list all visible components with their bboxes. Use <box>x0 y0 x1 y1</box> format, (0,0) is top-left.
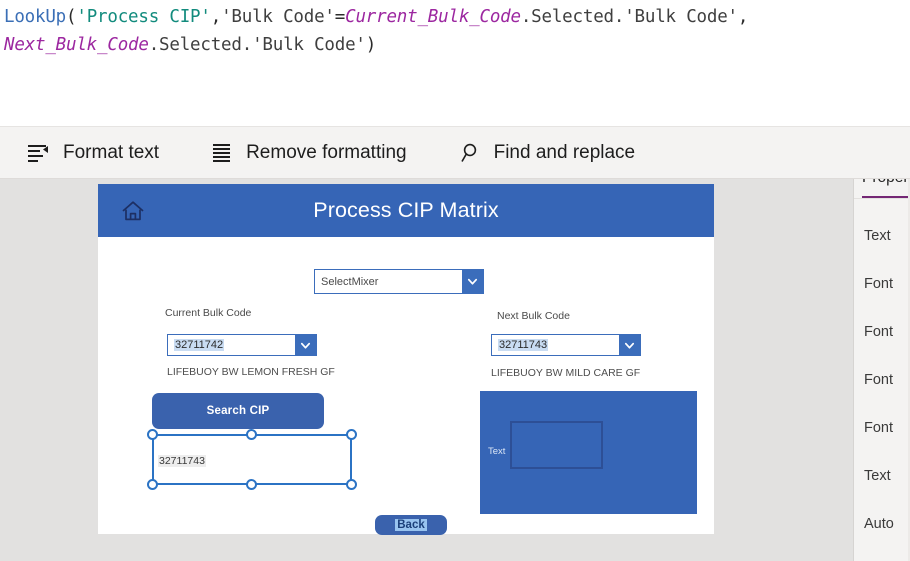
resize-handle-top-right[interactable] <box>346 429 357 440</box>
select-mixer-chevron-down-icon[interactable] <box>462 270 483 293</box>
app-screen-header: Process CIP Matrix <box>98 184 714 237</box>
selected-label-control[interactable]: 32711743 <box>147 429 357 490</box>
find-and-replace-button[interactable]: Find and replace <box>443 127 650 178</box>
resize-handle-bottom-left[interactable] <box>147 479 158 490</box>
back-button-label: Back <box>395 519 427 531</box>
property-row-font-4[interactable]: Font <box>864 420 894 436</box>
formula-toolbar: Format text Remove formatting <box>0 126 910 179</box>
property-row-auto[interactable]: Auto <box>864 516 894 532</box>
app-title: Process CIP Matrix <box>313 198 499 222</box>
properties-pane-divider <box>854 198 910 199</box>
find-and-replace-label: Find and replace <box>493 141 636 163</box>
properties-tab-underline <box>862 196 910 199</box>
property-row-text-1[interactable]: Text <box>864 228 891 244</box>
formula-token-var: Current_Bulk_Code <box>345 7 521 27</box>
formula-token-prop: .Selected. <box>520 7 625 27</box>
formula-token-punct: , <box>737 7 749 27</box>
formula-token-col: 'Bulk Code' <box>252 35 366 55</box>
current-bulk-code-dropdown[interactable]: 32711742 <box>167 334 317 356</box>
formula-token-punct: = <box>334 7 346 27</box>
properties-pane[interactable]: Properties Text Font Font Font Font Text… <box>853 179 910 561</box>
current-bulk-code-description: LIFEBUOY BW LEMON FRESH GF <box>167 366 335 378</box>
image-panel-inner-rect <box>510 421 603 469</box>
next-bulk-code-chevron-down-icon[interactable] <box>619 335 640 355</box>
current-bulk-code-chevron-down-icon[interactable] <box>295 335 316 355</box>
app-screen[interactable]: Process CIP Matrix SelectMixer Current B… <box>98 184 714 535</box>
formula-token-str: 'Process CIP' <box>76 7 211 27</box>
format-text-icon <box>26 142 52 164</box>
property-row-font-2[interactable]: Font <box>864 324 894 340</box>
search-cip-button[interactable]: Search CIP <box>152 393 324 429</box>
current-bulk-code-value: 32711742 <box>174 339 225 351</box>
formula-token-punct: ) <box>365 35 377 55</box>
next-bulk-code-value: 32711743 <box>498 339 549 351</box>
property-row-font-1[interactable]: Font <box>864 276 894 292</box>
property-row-font-3[interactable]: Font <box>864 372 894 388</box>
properties-tab[interactable]: Properties <box>862 179 910 187</box>
selected-label-value: 32711743 <box>158 455 206 467</box>
image-placeholder-panel[interactable]: Text <box>480 391 697 514</box>
properties-pane-scrollbar[interactable] <box>908 179 910 561</box>
property-row-text-2[interactable]: Text <box>864 468 891 484</box>
format-text-label: Format text <box>63 141 160 163</box>
remove-formatting-icon <box>209 142 235 164</box>
next-bulk-code-label: Next Bulk Code <box>497 310 570 322</box>
formula-token-col: 'Bulk Code' <box>624 7 738 27</box>
formula-token-fn: LookUp <box>4 7 67 27</box>
search-cip-button-label: Search CIP <box>206 405 270 417</box>
formula-token-punct: , <box>210 7 222 27</box>
home-icon[interactable] <box>118 197 148 225</box>
remove-formatting-button[interactable]: Remove formatting <box>195 127 421 178</box>
select-mixer-value: SelectMixer <box>321 275 379 288</box>
select-mixer-dropdown[interactable]: SelectMixer <box>314 269 484 294</box>
search-icon <box>457 142 483 164</box>
formula-token-var: Next_Bulk_Code <box>4 35 149 55</box>
formula-token-prop: .Selected. <box>148 35 253 55</box>
remove-formatting-label: Remove formatting <box>246 141 407 163</box>
formula-line-1[interactable]: LookUp('Process CIP','Bulk Code'=Current… <box>4 3 910 31</box>
next-bulk-code-description: LIFEBUOY BW MILD CARE GF <box>491 367 641 379</box>
image-panel-label: Text <box>488 446 506 457</box>
resize-handle-top-center[interactable] <box>246 429 257 440</box>
back-button[interactable]: Back <box>375 515 447 535</box>
app-canvas[interactable]: Process CIP Matrix SelectMixer Current B… <box>0 179 853 561</box>
formula-line-2[interactable]: Next_Bulk_Code.Selected.'Bulk Code') <box>4 31 910 59</box>
resize-handle-top-left[interactable] <box>147 429 158 440</box>
resize-handle-bottom-right[interactable] <box>346 479 357 490</box>
formula-bar[interactable]: LookUp('Process CIP','Bulk Code'=Current… <box>0 0 910 126</box>
resize-handle-bottom-center[interactable] <box>246 479 257 490</box>
next-bulk-code-dropdown[interactable]: 32711743 <box>491 334 641 356</box>
formula-token-punct: ( <box>66 7 77 27</box>
current-bulk-code-label: Current Bulk Code <box>165 307 252 319</box>
formula-token-col: 'Bulk Code' <box>221 7 335 27</box>
format-text-button[interactable]: Format text <box>12 127 173 178</box>
